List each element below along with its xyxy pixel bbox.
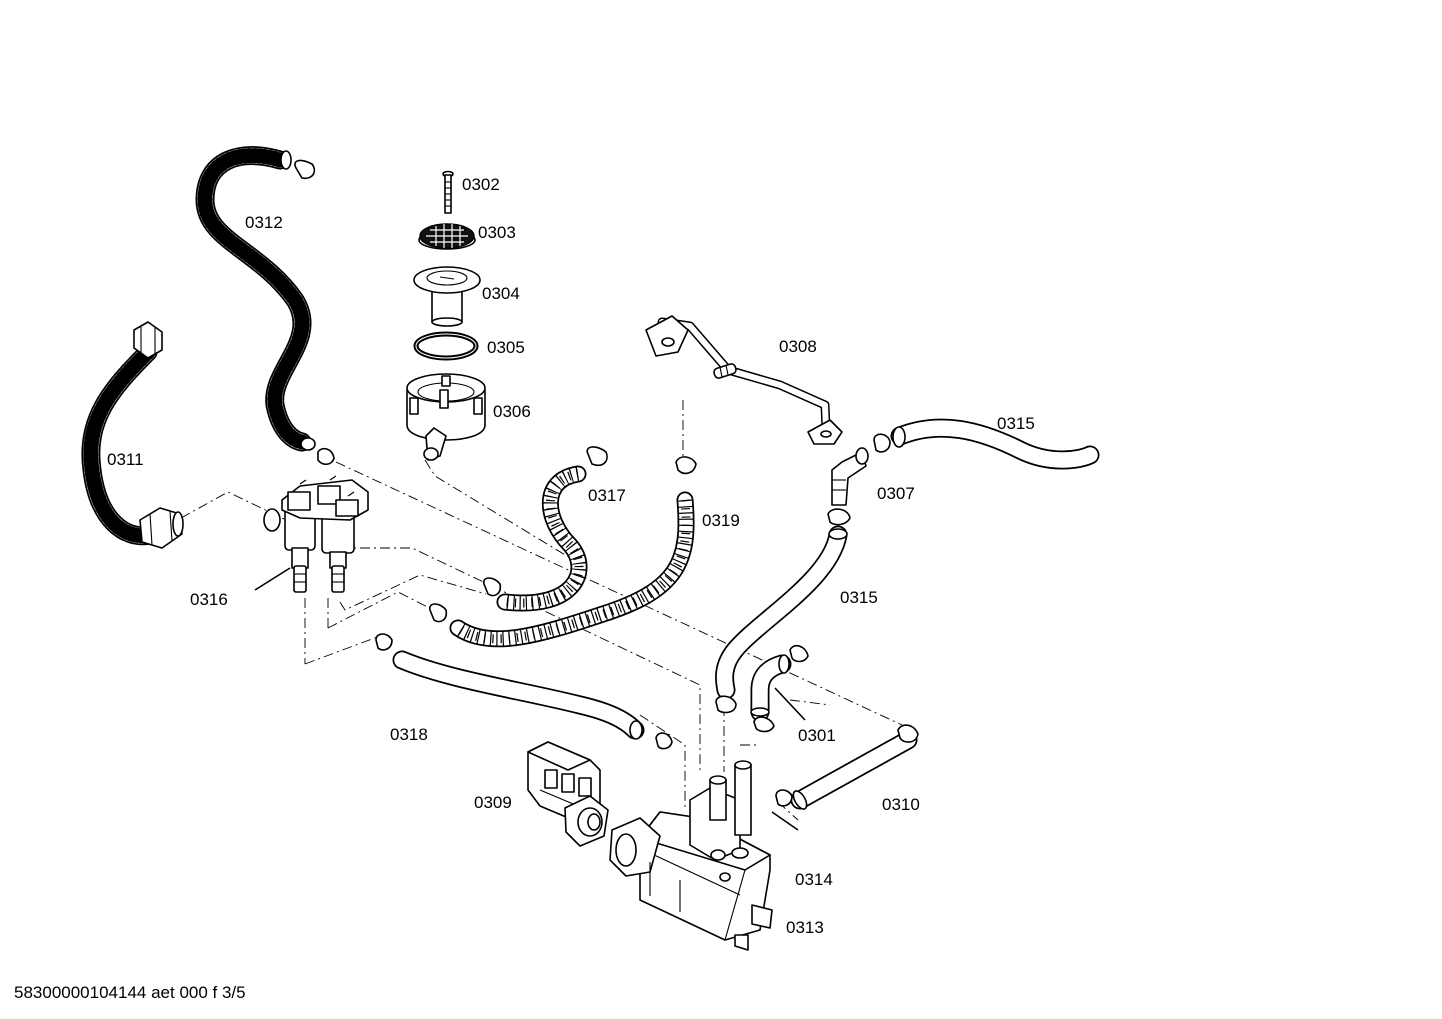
part-0303-filter-grid [418, 223, 476, 250]
part-0319-mesh-hose [429, 456, 697, 648]
part-0318-hose [375, 633, 673, 750]
part-0305-gasket [413, 331, 479, 361]
part-0315-upper-hose [890, 418, 1100, 470]
part-0315-lower-hose [715, 525, 848, 714]
label-0303: 0303 [478, 223, 516, 242]
part-0316-solenoid-valve [254, 475, 369, 593]
label-0309: 0309 [474, 793, 512, 812]
label-0316: 0316 [190, 590, 228, 609]
label-0317: 0317 [588, 486, 626, 505]
label-0319: 0319 [702, 511, 740, 530]
label-0311: 0311 [107, 450, 144, 469]
label-0310: 0310 [882, 795, 920, 814]
label-0313: 0313 [786, 918, 824, 937]
label-0315-upper: 0315 [997, 414, 1035, 433]
label-0305: 0305 [487, 338, 525, 357]
part-0304-cap [413, 266, 481, 327]
part-0311-inlet-hose [81, 321, 184, 549]
part-0313-tank-housing [609, 760, 799, 951]
label-0306: 0306 [493, 402, 531, 421]
part-0310-short-hose [775, 724, 919, 810]
part-0302-screw [442, 170, 454, 214]
part-0312-corrugated-hose [195, 146, 335, 466]
label-0314: 0314 [795, 870, 833, 889]
part-0308-bracket-rod [645, 315, 843, 445]
label-0318: 0318 [390, 725, 428, 744]
label-0308: 0308 [779, 337, 817, 356]
part-labels: 0301 0302 0303 0304 0305 0306 0307 0308 … [107, 175, 1035, 937]
label-0304: 0304 [482, 284, 520, 303]
label-0312: 0312 [245, 213, 283, 232]
part-0306-housing [406, 373, 486, 461]
part-0317-mesh-hose [483, 446, 608, 612]
footer-code: 58300000104144 aet 000 f 3/5 [14, 983, 246, 1002]
label-0302: 0302 [462, 175, 500, 194]
label-0315-lower: 0315 [840, 588, 878, 607]
part-0301-elbow-hose [750, 644, 809, 733]
label-0307: 0307 [877, 484, 915, 503]
part-0309-pump [527, 741, 609, 847]
label-0301: 0301 [798, 726, 836, 745]
part-0307-elbow [827, 433, 891, 526]
